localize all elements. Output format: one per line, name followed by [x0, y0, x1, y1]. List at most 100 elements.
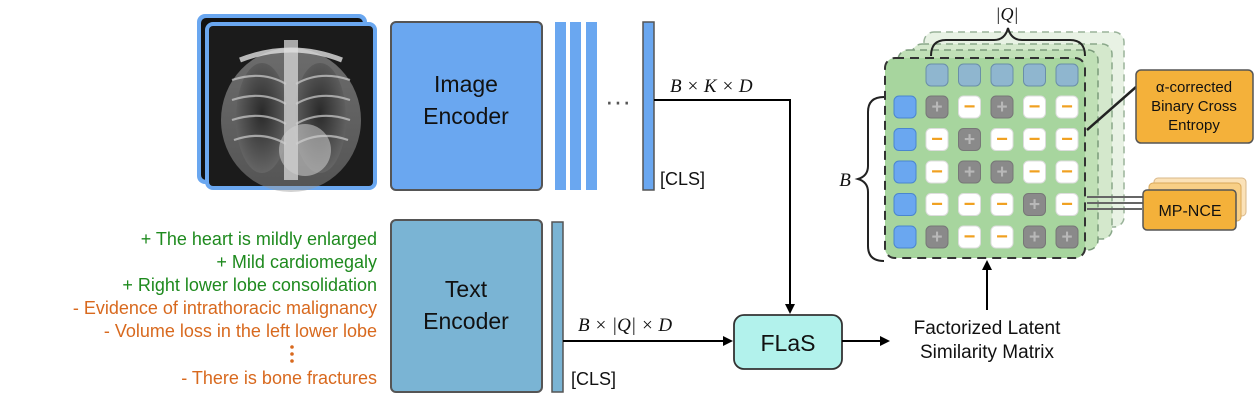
- image-token-bar: [555, 22, 566, 190]
- minus-sign: −: [1061, 194, 1073, 216]
- positive-pair-cell: [1023, 193, 1046, 216]
- plus-sign: +: [996, 162, 1007, 183]
- minus-sign: −: [964, 96, 976, 118]
- query-brace: |Q|: [930, 4, 1086, 57]
- bce-loss-line1: α-corrected: [1156, 79, 1232, 96]
- query-embedding-cell: [1055, 63, 1079, 87]
- negative-pair-cell: [1055, 193, 1079, 216]
- minus-sign: −: [964, 226, 976, 248]
- negative-pair-cell: [990, 128, 1014, 151]
- negative-pair-cell: [990, 225, 1014, 249]
- findings-list: + The heart is mildly enlarged + Mild ca…: [73, 229, 377, 388]
- minus-sign: −: [996, 226, 1008, 248]
- flas-label: FLaS: [761, 330, 816, 356]
- mpnce-label: MP-NCE: [1158, 203, 1221, 220]
- image-encoder-label-line1: Image: [434, 71, 498, 97]
- negative-pair-cell: [925, 128, 949, 151]
- xray-image-stack: [197, 14, 377, 192]
- finding-4: - Evidence of intrathoracic malignancy: [73, 298, 377, 318]
- negative-pair-cell: [958, 95, 981, 119]
- minus-sign: −: [931, 129, 943, 151]
- matrix-caption-line1: Factorized Latent: [914, 318, 1062, 339]
- plus-sign: +: [931, 97, 942, 118]
- finding-6: - There is bone fractures: [181, 368, 377, 388]
- text-encoder-label-line1: Text: [445, 276, 488, 302]
- positive-pair-cell: [958, 160, 981, 184]
- image-embedding-cell: [893, 128, 917, 151]
- bce-loss-line3: Entropy: [1168, 117, 1220, 134]
- negative-pair-cell: [1023, 128, 1046, 151]
- positive-pair-cell: [990, 95, 1014, 119]
- plus-sign: +: [964, 130, 975, 151]
- image-embedding-cell: [893, 160, 917, 184]
- negative-pair-cell: [958, 225, 981, 249]
- query-embedding-cell: [990, 63, 1014, 87]
- positive-pair-cell: [958, 128, 981, 151]
- query-brace-label: |Q|: [996, 4, 1019, 24]
- image-to-flas-arrow: [654, 99, 795, 314]
- minus-sign: −: [1029, 161, 1041, 183]
- batch-brace-label: B: [839, 170, 851, 191]
- positive-pair-cell: [925, 225, 949, 249]
- image-feature-tokens: ··· [CLS]: [555, 21, 705, 191]
- findings-vertical-ellipsis: [290, 345, 294, 363]
- image-cls-token-bar: [642, 21, 655, 191]
- image-token-bar: [570, 22, 581, 190]
- minus-sign: −: [1061, 96, 1073, 118]
- minus-sign: −: [931, 194, 943, 216]
- minus-sign: −: [931, 161, 943, 183]
- minus-sign: −: [1061, 129, 1073, 151]
- image-embedding-cell: [893, 225, 917, 249]
- negative-pair-cell: [925, 193, 949, 216]
- negative-pair-cell: [1055, 95, 1079, 119]
- image-dims-label: B × K × D: [670, 76, 753, 97]
- finding-5: - Volume loss in the left lower lobe: [104, 321, 377, 341]
- positive-pair-cell: [925, 95, 949, 119]
- plus-sign: +: [1061, 227, 1072, 248]
- negative-pair-cell: [925, 160, 949, 184]
- flas-block: FLaS: [733, 314, 843, 370]
- finding-2: + Mild cardiomegaly: [216, 252, 377, 272]
- chest-xray-image: [209, 26, 373, 192]
- plus-sign: +: [931, 227, 942, 248]
- text-encoder-block: Text Encoder: [390, 219, 543, 393]
- batch-brace: B: [839, 96, 885, 262]
- negative-pair-cell: [1055, 128, 1079, 151]
- positive-pair-cell: [1055, 225, 1079, 249]
- matrix-to-bce-line: [1086, 86, 1137, 131]
- minus-sign: −: [1029, 96, 1041, 118]
- negative-pair-cell: [1023, 160, 1046, 184]
- image-embedding-cell: [893, 193, 917, 216]
- text-cls-label: [CLS]: [571, 369, 616, 389]
- minus-sign: −: [996, 194, 1008, 216]
- positive-pair-cell: [990, 160, 1014, 184]
- negative-pair-cell: [1023, 95, 1046, 119]
- positive-pair-cell: [1023, 225, 1046, 249]
- finding-1: + The heart is mildly enlarged: [141, 229, 377, 249]
- negative-pair-cell: [1055, 160, 1079, 184]
- bce-loss-line2: Binary Cross: [1151, 98, 1237, 115]
- mpnce-connector: [1087, 196, 1150, 210]
- image-encoder-block: Image Encoder: [390, 21, 543, 191]
- minus-sign: −: [964, 194, 976, 216]
- text-dims-label: B × |Q| × D: [578, 315, 672, 336]
- matrix-caption-line2: Similarity Matrix: [920, 342, 1055, 363]
- image-embedding-cell: [893, 95, 917, 119]
- similarity-matrix: +−+−−−+−−−−++−−−−−+−+−−++: [884, 57, 1086, 259]
- plus-sign: +: [1029, 227, 1040, 248]
- minus-sign: −: [1029, 129, 1041, 151]
- plus-sign: +: [1029, 195, 1040, 216]
- minus-sign: −: [1061, 161, 1073, 183]
- text-encoder-label-line2: Encoder: [423, 308, 509, 334]
- plus-sign: +: [964, 162, 975, 183]
- plus-sign: +: [996, 97, 1007, 118]
- image-token-bar: [586, 22, 597, 190]
- negative-pair-cell: [958, 193, 981, 216]
- query-embedding-cell: [925, 63, 949, 87]
- image-encoder-label-line2: Encoder: [423, 103, 509, 129]
- text-cls-token-bar: [551, 221, 564, 393]
- minus-sign: −: [996, 129, 1008, 151]
- query-embedding-cell: [958, 63, 981, 87]
- query-embedding-cell: [1023, 63, 1046, 87]
